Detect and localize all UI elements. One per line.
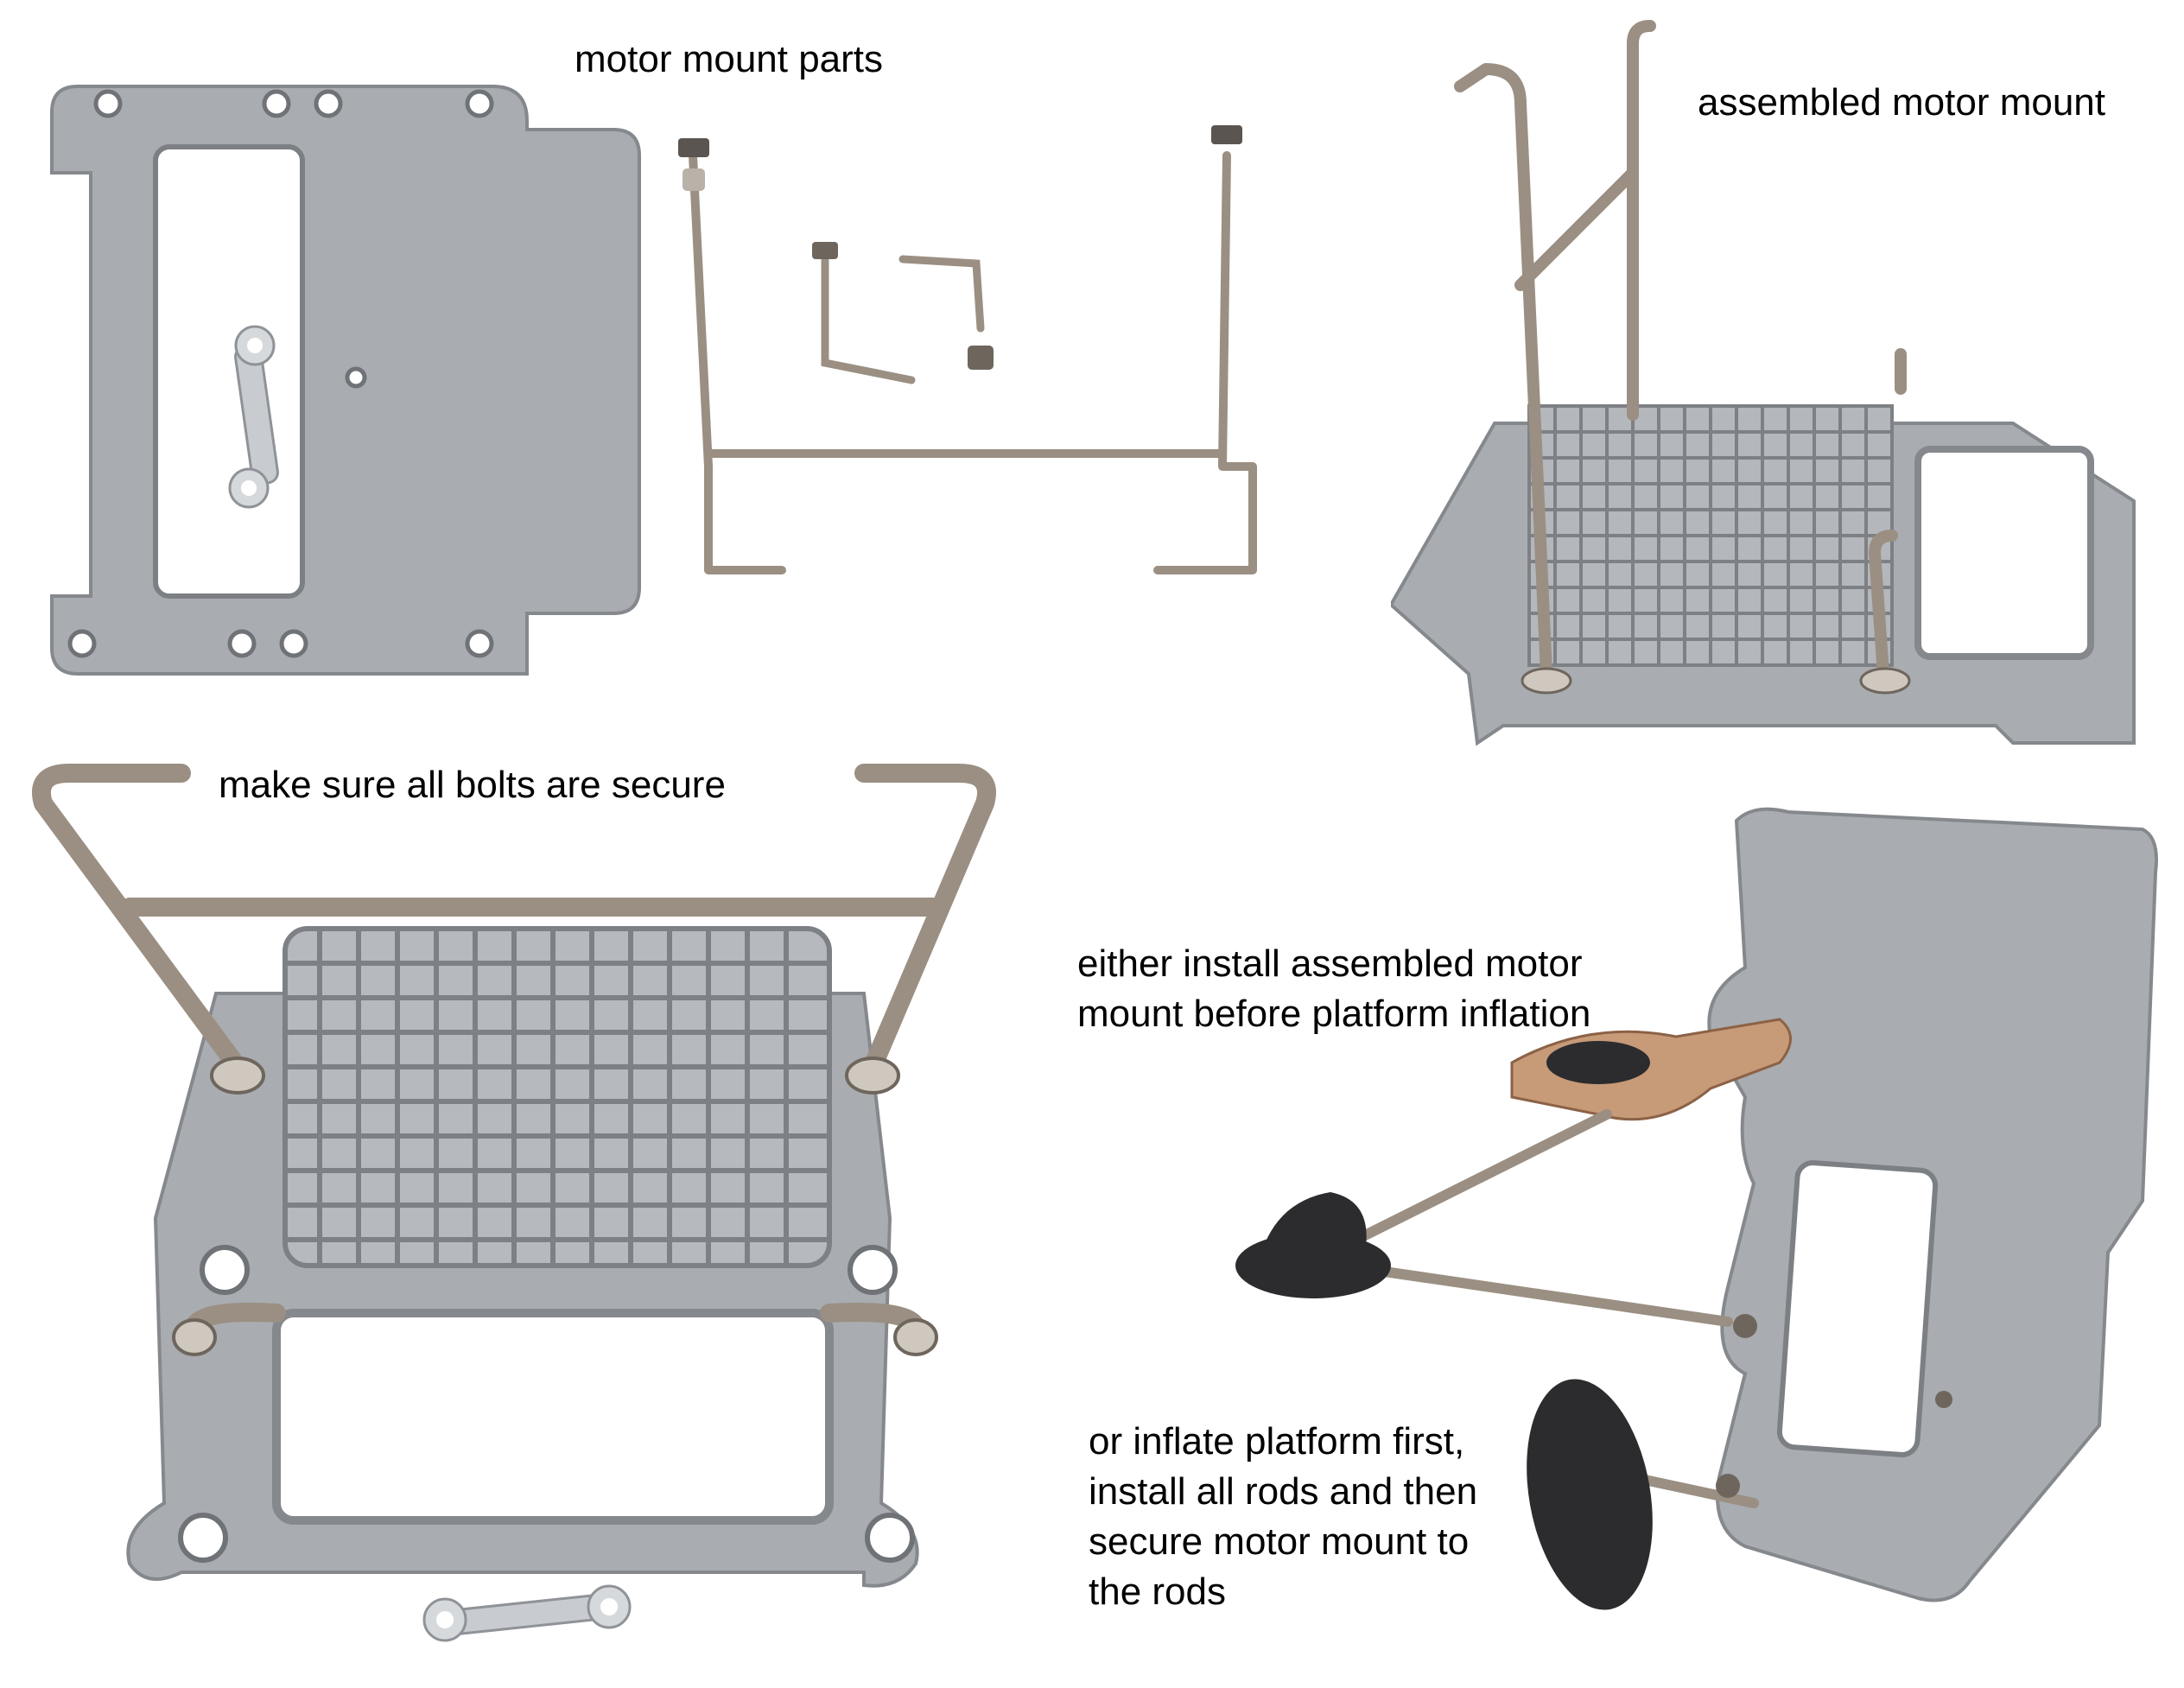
caption-motor-mount-parts: motor mount parts: [575, 38, 884, 80]
plate-cutout: [153, 144, 305, 599]
assembled-grid: [1527, 404, 1894, 667]
bolts-secure-illustration: [32, 764, 996, 1642]
suction-cups: [1235, 1041, 1653, 1610]
photo-installation: [1227, 803, 2160, 1667]
h-frame-rods: [689, 151, 1257, 574]
assembled-washers: [1521, 667, 1911, 695]
photo-bolts-secure: [17, 760, 1019, 1659]
photo-motor-mount-parts: [43, 69, 1270, 691]
photo-assembled-motor-mount: [1391, 17, 2151, 777]
assembled-rods: [1454, 20, 1907, 680]
caption-assembled-motor-mount: assembled motor mount: [1698, 81, 2105, 124]
upright-slot: [1776, 1160, 1939, 1457]
corner-bolt-holes: [178, 1245, 915, 1563]
caption-install-before-inflation: either install assembled motor mount bef…: [1077, 942, 1591, 1035]
installation-illustration: [1235, 807, 2158, 1610]
lower-frame-window: [272, 1309, 834, 1525]
grid-plate: [283, 926, 832, 1268]
parts-illustration: [50, 85, 1257, 676]
h-frame-nuts: [678, 125, 1242, 191]
grid-lines: [285, 929, 829, 1266]
handle-washers: [172, 1057, 938, 1356]
assembled-illustration: [1391, 20, 2136, 746]
caption-inflate-first: or inflate platform first, install all r…: [1089, 1420, 1478, 1613]
plate-bolts: [1716, 1314, 1952, 1498]
plate-bolt-holes: [67, 89, 494, 658]
small-l-bolts: [821, 246, 985, 384]
handle-rods: [32, 764, 996, 1336]
caption-bolts-secure: make sure all bolts are secure: [219, 764, 726, 806]
small-bolt-nuts: [812, 242, 994, 370]
assembled-frame-window: [1914, 446, 2094, 660]
wrench-icon: [228, 325, 279, 509]
loose-wrench-icon: [422, 1584, 632, 1642]
